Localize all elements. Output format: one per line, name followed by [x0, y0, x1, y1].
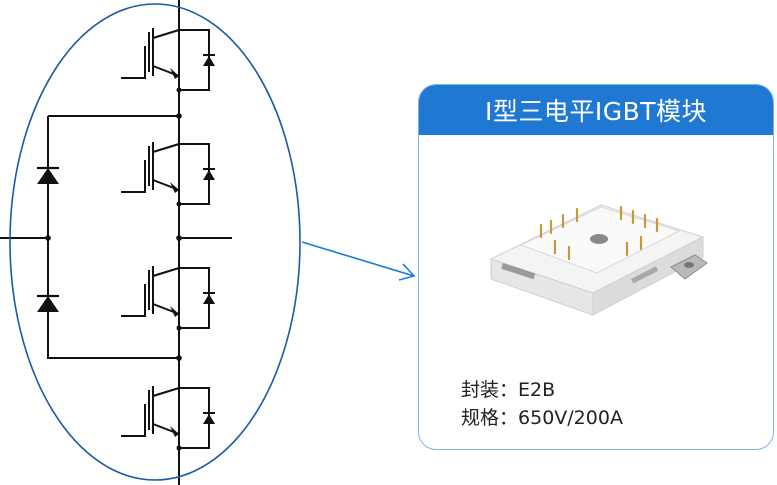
- igbt-q2: [120, 129, 216, 211]
- card-header: I型三电平IGBT模块: [419, 85, 773, 135]
- spec-rating-label: 规格：: [461, 407, 519, 429]
- junction-mid-left: [45, 235, 51, 241]
- clamp-diode-lower: [37, 294, 59, 312]
- clamp-branch: [0, 115, 232, 359]
- clamp-diode-upper: [37, 166, 59, 184]
- igbt-q4: [120, 373, 216, 455]
- junction-mid-right: [176, 235, 182, 241]
- pointer-arrow: [301, 241, 416, 281]
- spec-rating-value: 650V/200A: [518, 407, 623, 429]
- spec-package-label: 封装：: [461, 379, 519, 401]
- module-card: I型三电平IGBT模块 封: [418, 84, 774, 450]
- junction-top: [176, 113, 182, 119]
- spec-rating: 规格：650V/200A: [461, 403, 623, 430]
- igbt-q1: [120, 15, 216, 97]
- spec-package: 封装：E2B: [461, 375, 555, 402]
- igbt-q3: [120, 253, 216, 335]
- highlight-ellipse: [9, 3, 301, 481]
- igbt-module-image: [489, 204, 708, 316]
- card-title: I型三电平IGBT模块: [484, 97, 708, 126]
- junction-bottom: [176, 355, 182, 361]
- spec-package-value: E2B: [518, 379, 556, 401]
